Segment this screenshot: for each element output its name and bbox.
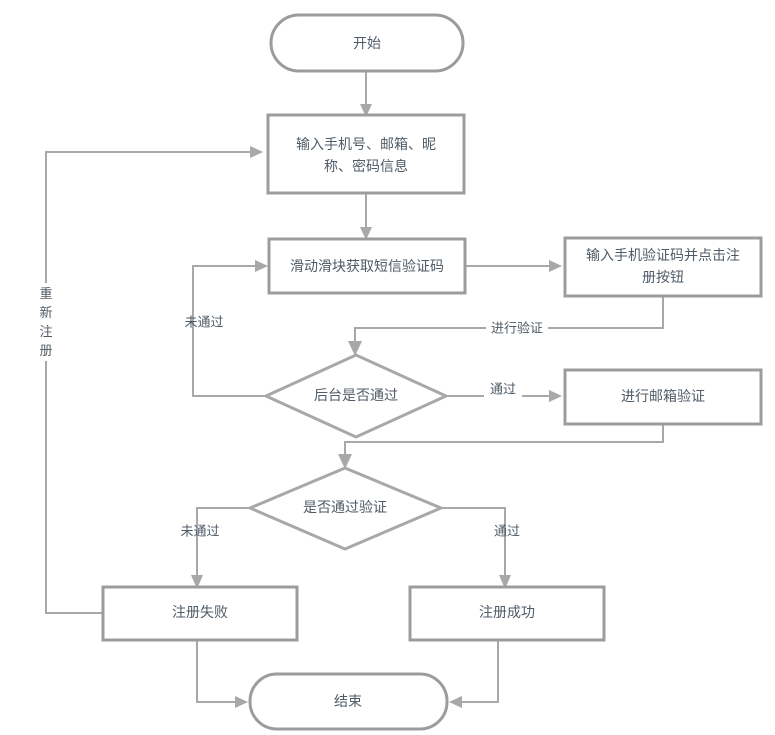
arrow-head-icon: [360, 104, 372, 117]
edge-label-retry-char-3: 册: [39, 344, 52, 359]
node-start-label: 开始: [353, 36, 381, 52]
node-enter-code-label-line1: 输入手机验证码并点击注: [586, 248, 740, 264]
arrow-head-icon: [255, 260, 268, 272]
arrow-head-icon: [549, 260, 562, 272]
edge-label-backdrop: [35, 283, 57, 361]
edge-line: [196, 507, 249, 576]
node-backend-check-label: 后台是否通过: [314, 388, 398, 404]
edge-label-retry-char-1: 新: [39, 305, 52, 321]
edge-line: [441, 507, 506, 576]
edge-verify-pass-to-register-success: 通过: [441, 507, 520, 589]
edge-label-backend-fail: 未通过: [184, 316, 223, 331]
arrow-head-icon: [449, 696, 462, 708]
node-register-fail-label: 注册失败: [172, 605, 228, 621]
node-verify-pass-shape: [246, 466, 445, 551]
node-verify-pass-label: 是否通过验证: [303, 500, 387, 516]
edge-line: [344, 424, 664, 455]
node-register-fail[interactable]: 注册失败: [101, 585, 299, 642]
arrow-head-icon: [549, 390, 562, 402]
edge-line: [461, 640, 499, 703]
node-start-shape: [269, 13, 465, 73]
node-enter-code[interactable]: 输入手机验证码并点击注 册按钮: [563, 236, 763, 298]
arrow-head-icon: [191, 575, 203, 589]
node-end-label: 结束: [334, 694, 362, 710]
node-start[interactable]: 开始: [269, 13, 465, 73]
edge-verify-pass-to-register-fail: 未通过: [180, 507, 249, 589]
arrow-head-icon: [360, 227, 372, 240]
node-end[interactable]: 结束: [248, 672, 449, 731]
node-backend-check[interactable]: 后台是否通过: [262, 353, 450, 439]
edge-register-fail-to-input-info: 重 新 注 册: [35, 146, 263, 614]
node-enter-code-shape: [563, 236, 763, 298]
edge-line: [192, 265, 265, 397]
edge-backend-check-to-email-verify: 通过: [446, 383, 562, 404]
node-input-info-label-line1: 输入手机号、邮箱、昵: [296, 137, 436, 153]
edge-start-to-input-info: [360, 71, 372, 117]
edge-slider-sms-to-enter-code: [466, 260, 562, 272]
node-input-info-shape: [266, 113, 466, 195]
node-slider-sms-label: 滑动滑块获取短信验证码: [290, 258, 444, 275]
edge-label-retry-char-2: 注: [39, 325, 52, 340]
arrow-head-icon: [250, 146, 263, 158]
edge-label-backend-pass: 通过: [490, 383, 516, 398]
edge-label-backdrop: [484, 388, 522, 404]
edge-register-fail-to-end: [196, 640, 248, 708]
edge-enter-code-to-backend-check: 进行验证: [348, 297, 664, 356]
node-register-success-label: 注册成功: [479, 605, 535, 621]
node-slider-sms-shape: [267, 237, 467, 295]
arrow-head-icon: [499, 575, 511, 589]
node-email-verify-shape: [563, 368, 763, 426]
node-backend-check-shape: [262, 353, 450, 439]
edge-label-verify-fail: 未通过: [180, 525, 219, 540]
edge-register-success-to-end: [449, 640, 499, 708]
node-input-info[interactable]: 输入手机号、邮箱、昵 称、密码信息: [266, 113, 466, 195]
edge-line: [45, 151, 251, 614]
edge-email-verify-to-verify-pass: [338, 424, 664, 469]
arrow-head-icon: [235, 696, 248, 708]
edge-input-info-to-slider-sms: [360, 192, 372, 240]
edge-label-verify-ok: 通过: [494, 525, 520, 540]
arrow-head-icon: [338, 454, 352, 469]
node-register-success-shape: [408, 585, 606, 642]
node-end-shape: [248, 672, 449, 731]
arrow-head-icon: [348, 341, 362, 356]
node-email-verify[interactable]: 进行邮箱验证: [563, 368, 763, 426]
edge-label-do-verify: 进行验证: [491, 321, 543, 337]
node-register-success[interactable]: 注册成功: [408, 585, 606, 642]
node-register-fail-shape: [101, 585, 299, 642]
edge-label-backdrop: [486, 320, 548, 336]
node-email-verify-label: 进行邮箱验证: [621, 389, 705, 405]
node-verify-pass[interactable]: 是否通过验证: [246, 466, 445, 551]
edge-label-retry-char-0: 重: [39, 286, 52, 302]
edge-line: [196, 640, 236, 703]
node-slider-sms[interactable]: 滑动滑块获取短信验证码: [267, 237, 467, 295]
node-enter-code-label-line2: 册按钮: [642, 270, 684, 286]
edge-backend-check-to-slider-sms: 未通过: [184, 260, 268, 397]
node-input-info-label-line2: 称、密码信息: [324, 158, 408, 175]
